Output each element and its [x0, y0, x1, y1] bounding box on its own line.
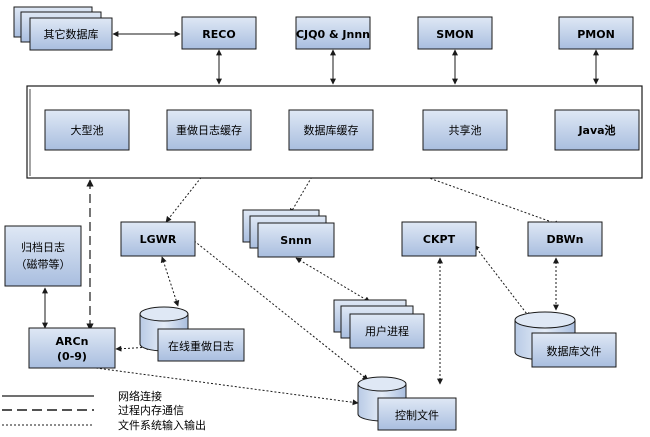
connector-snnn-userproc [295, 257, 371, 303]
sga-java-pool: Java池 [554, 109, 640, 151]
process-snnn-label: Snnn [280, 234, 311, 247]
control-file: 控制文件 [357, 376, 457, 431]
connector-dbbuf-dbwn [339, 145, 561, 226]
process-ckpt-label: CKPT [423, 233, 456, 246]
connector-lgwr-ctrl [187, 235, 369, 381]
process-lgwr-label: LGWR [140, 233, 177, 246]
connector-lgwr-redo [160, 256, 180, 307]
archive-log-label-1: 归档日志 [21, 240, 65, 254]
other-database-label: 其它数据库 [44, 27, 99, 41]
sga-db-buffer-label: 数据库缓存 [304, 123, 359, 137]
process-reco-label: RECO [202, 28, 235, 41]
online-redo-log: 在线重做日志 [139, 306, 245, 362]
connectors [42, 31, 599, 406]
process-smon-label: SMON [436, 28, 473, 41]
sga-shared-pool-label: 共享池 [449, 123, 482, 137]
process-ckpt: CKPT [401, 221, 477, 257]
legend: 网络连接 过程内存通信 文件系统输入输出 [2, 389, 206, 432]
control-file-label: 控制文件 [395, 408, 439, 422]
connector-ckpt-datafile [473, 244, 531, 319]
process-cjq: CJQ0 & Jnnn [295, 16, 371, 50]
data-file: 数据库文件 [514, 311, 617, 368]
data-file-label: 数据库文件 [547, 344, 602, 358]
process-snnn-stack: Snnn [242, 209, 335, 258]
process-reco: RECO [181, 16, 257, 50]
archive-log-box: 归档日志 （磁带等） [4, 225, 82, 287]
user-process-label: 用户进程 [365, 324, 409, 338]
process-pmon-label: PMON [577, 28, 615, 41]
process-arcn-label-1: ARCn [56, 335, 89, 348]
sga-large-pool-label: 大型池 [71, 123, 104, 137]
sga-redo-log-buffer-label: 重做日志缓存 [176, 123, 242, 137]
legend-fileio-label: 文件系统输入输出 [118, 418, 206, 432]
online-redo-log-label: 在线重做日志 [168, 339, 234, 353]
sga-shared-pool: 共享池 [422, 109, 508, 151]
other-database-stack: 其它数据库 [13, 6, 113, 51]
process-dbwn-label: DBWn [547, 233, 584, 246]
process-cjq-label: CJQ0 & Jnnn [296, 28, 370, 41]
process-dbwn: DBWn [527, 221, 603, 257]
user-process-stack: 用户进程 [333, 299, 425, 349]
sga-java-pool-label: Java池 [577, 123, 615, 137]
legend-network-label: 网络连接 [118, 389, 162, 403]
sga-redo-log-buffer: 重做日志缓存 [166, 109, 252, 151]
sga-db-buffer: 数据库缓存 [288, 109, 374, 151]
legend-ipc-label: 过程内存通信 [118, 403, 184, 417]
process-lgwr: LGWR [120, 221, 196, 257]
process-pmon: PMON [558, 16, 634, 50]
archive-log-label-2: （磁带等） [16, 257, 71, 271]
sga-large-pool: 大型池 [44, 109, 130, 151]
process-smon: SMON [417, 16, 493, 50]
connector-arcn-ctrl [95, 367, 359, 406]
process-arcn-label-2: (0-9) [57, 350, 87, 363]
process-arcn: ARCn (0-9) [28, 327, 116, 369]
